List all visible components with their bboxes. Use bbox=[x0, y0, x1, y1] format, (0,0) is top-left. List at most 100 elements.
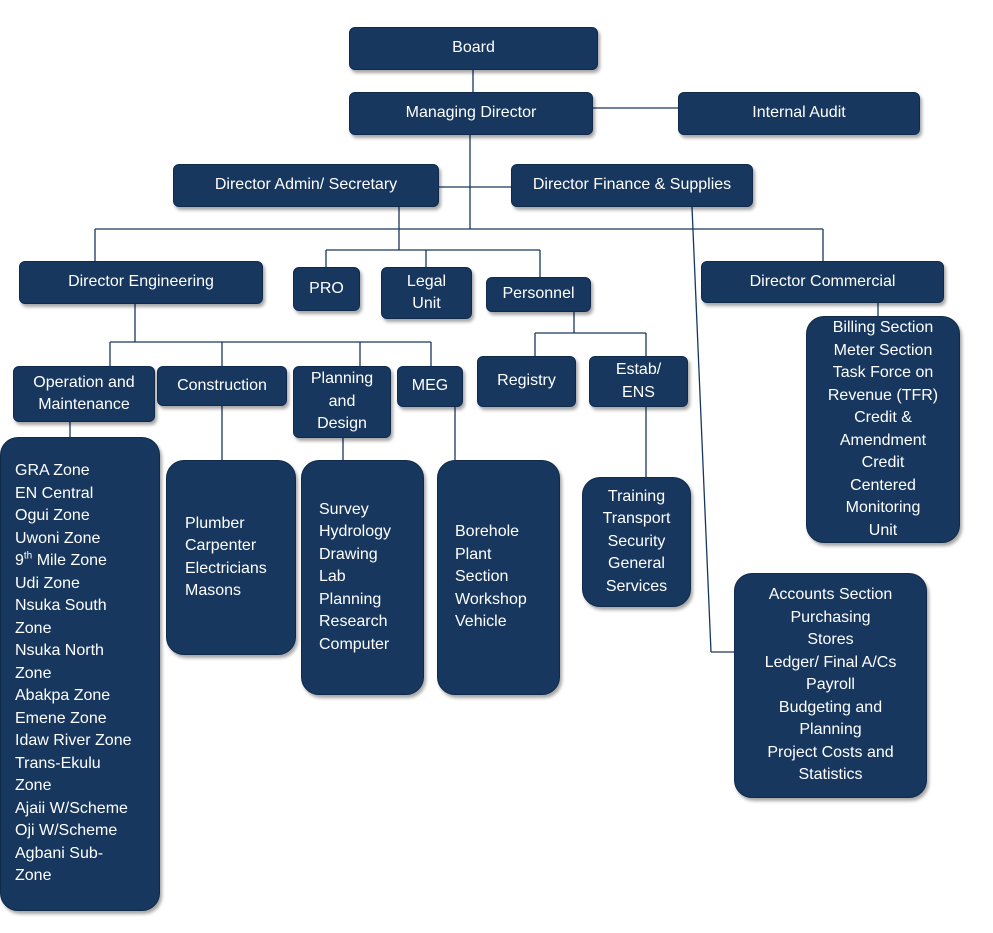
planning-design-box: Planning and Design bbox=[293, 366, 391, 438]
director-engineering-box: Director Engineering bbox=[19, 261, 263, 304]
estab-ens-line-1: Estab/ bbox=[615, 361, 662, 378]
managing-director-label: Managing Director bbox=[405, 104, 537, 122]
construction-box: Construction bbox=[157, 366, 287, 406]
board-label: Board bbox=[452, 39, 495, 57]
list-item: Zone bbox=[15, 867, 52, 884]
list-item: Electricians bbox=[185, 559, 267, 577]
internal-audit-box: Internal Audit bbox=[678, 92, 920, 135]
list-item: Abakpa Zone bbox=[15, 687, 111, 704]
list-item: Plumber bbox=[185, 514, 245, 532]
estab-services-list: Training Transport Security General Serv… bbox=[582, 477, 691, 607]
estab-ens-box: Estab/ ENS bbox=[589, 356, 688, 407]
pro-box: PRO bbox=[293, 267, 360, 311]
meg-units-list: Borehole Plant Section Workshop Vehicle bbox=[437, 460, 560, 695]
list-item: Ajaii W/Scheme bbox=[15, 799, 128, 817]
list-item: Vehicle bbox=[455, 613, 507, 631]
legal-unit-line-2: Unit bbox=[412, 295, 441, 312]
list-item: Amendment bbox=[839, 431, 927, 449]
list-item: Oji W/Scheme bbox=[15, 822, 118, 839]
list-item: Revenue (TFR) bbox=[827, 386, 939, 404]
legal-unit-line-1: Legal bbox=[406, 272, 447, 290]
list-item: Task Force on bbox=[832, 364, 934, 381]
list-item: Ogui Zone bbox=[15, 507, 90, 524]
registry-box: Registry bbox=[477, 356, 576, 407]
list-item: Udi Zone bbox=[15, 574, 80, 592]
list-item: Project Costs and bbox=[767, 743, 894, 761]
list-item: Zone bbox=[15, 664, 52, 682]
list-item: Planning bbox=[319, 590, 382, 608]
list-item: Credit & bbox=[854, 409, 912, 426]
list-item: Transport bbox=[602, 510, 671, 528]
finance-sections-list: Accounts Section Purchasing Stores Ledge… bbox=[734, 573, 927, 798]
ninth-number: 9 bbox=[15, 552, 24, 569]
legal-unit-box: Legal Unit bbox=[381, 267, 472, 319]
director-admin-box: Director Admin/ Secretary bbox=[173, 164, 439, 207]
list-item: Budgeting and bbox=[778, 698, 883, 716]
operation-maintenance-box: Operation and Maintenance bbox=[13, 366, 155, 422]
list-item: Uwoni Zone bbox=[15, 529, 101, 547]
list-item: Trans-Ekulu bbox=[15, 754, 101, 772]
list-item: Workshop bbox=[455, 590, 527, 608]
list-item: Plant bbox=[455, 545, 492, 563]
director-commercial-box: Director Commercial bbox=[701, 261, 944, 303]
list-item: Hydrology bbox=[319, 523, 392, 541]
list-item: Monitoring bbox=[845, 499, 921, 516]
list-item: Borehole bbox=[455, 523, 520, 541]
list-item: Research bbox=[319, 613, 388, 631]
operation-maintenance-line-1: Operation and bbox=[33, 373, 135, 391]
meg-box: MEG bbox=[397, 366, 463, 407]
planning-units-list: Survey Hydrology Drawing Lab Planning Re… bbox=[301, 460, 424, 695]
list-item: Ledger/ Final A/Cs bbox=[764, 653, 897, 671]
list-item: Stores bbox=[807, 631, 854, 649]
list-item: Section bbox=[455, 568, 509, 586]
internal-audit-label: Internal Audit bbox=[752, 104, 846, 122]
list-item: 9th Mile Zone bbox=[15, 550, 107, 573]
list-item: General bbox=[608, 555, 665, 573]
construction-label: Construction bbox=[177, 376, 267, 394]
personnel-box: Personnel bbox=[486, 277, 591, 312]
commercial-sections-list: Billing Section Meter Section Task Force… bbox=[806, 316, 960, 543]
list-item: Computer bbox=[319, 635, 390, 653]
director-finance-label: Director Finance & Supplies bbox=[532, 176, 732, 194]
director-engineering-label: Director Engineering bbox=[68, 273, 214, 291]
list-item: Agbani Sub- bbox=[15, 844, 104, 862]
list-item: Services bbox=[605, 577, 668, 595]
list-item: Zone bbox=[15, 619, 52, 637]
connector-finance-long bbox=[691, 206, 712, 653]
planning-design-line-3: Design bbox=[317, 415, 367, 433]
list-item: Payroll bbox=[806, 676, 855, 694]
list-item: Unit bbox=[868, 521, 898, 539]
list-item: Drawing bbox=[319, 545, 378, 563]
list-item: GRA Zone bbox=[15, 462, 90, 479]
estab-ens-line-2: ENS bbox=[622, 383, 655, 401]
list-item: Billing Section bbox=[832, 319, 934, 336]
list-item: Zone bbox=[15, 777, 52, 794]
list-item: Statistics bbox=[798, 766, 863, 784]
list-item: EN Central bbox=[15, 484, 94, 502]
registry-label: Registry bbox=[497, 372, 556, 390]
list-item: Idaw River Zone bbox=[15, 732, 132, 749]
planning-design-line-2: and bbox=[328, 392, 356, 410]
list-item: Nsuka South bbox=[15, 597, 107, 614]
list-item: Survey bbox=[319, 500, 369, 518]
construction-staff-list: Plumber Carpenter Electricians Masons bbox=[166, 460, 296, 655]
list-item: Training bbox=[607, 487, 666, 505]
list-item: Emene Zone bbox=[15, 709, 107, 727]
operation-maintenance-line-2: Maintenance bbox=[38, 396, 130, 413]
director-admin-label: Director Admin/ Secretary bbox=[214, 176, 398, 194]
personnel-label: Personnel bbox=[502, 285, 575, 303]
board-box: Board bbox=[349, 27, 598, 70]
pro-label: PRO bbox=[309, 279, 344, 297]
list-item: Lab bbox=[319, 568, 346, 586]
list-item: Planning bbox=[799, 721, 862, 739]
list-item: Nsuka North bbox=[15, 642, 104, 659]
ninth-rest: Mile Zone bbox=[32, 552, 107, 569]
list-item: Credit bbox=[861, 454, 905, 471]
list-item: Security bbox=[607, 532, 666, 550]
list-item: Masons bbox=[185, 582, 242, 599]
list-item: Purchasing bbox=[790, 608, 871, 626]
list-item: Meter Section bbox=[833, 341, 933, 359]
director-commercial-label: Director Commercial bbox=[749, 272, 896, 290]
meg-label: MEG bbox=[411, 377, 449, 395]
